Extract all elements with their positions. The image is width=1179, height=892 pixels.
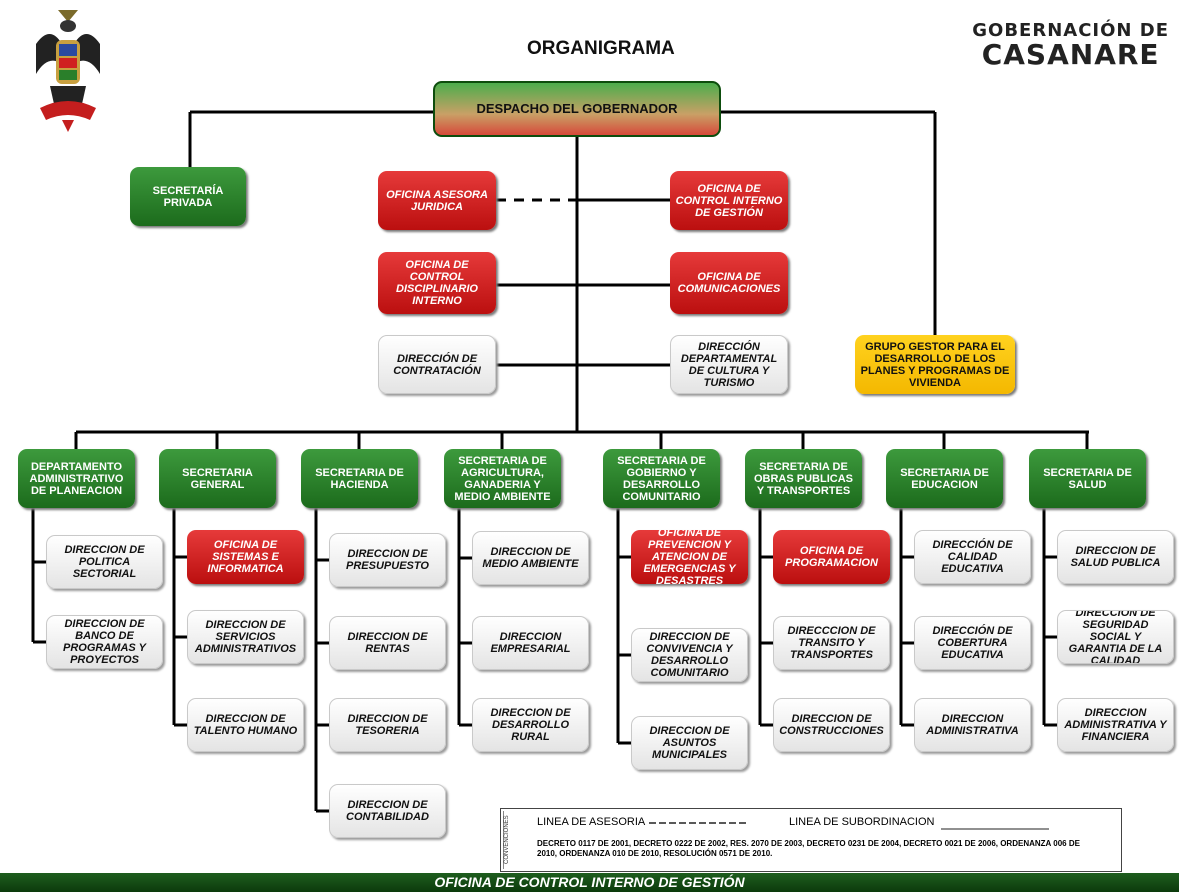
direccion-box: DIRECCION DE SALUD PUBLICA (1057, 530, 1174, 584)
secretaria-box: SECRETARIA DE SALUD (1029, 449, 1146, 508)
oficina-asesora-juridica-box: OFICINA ASESORA JURIDICA (378, 171, 496, 230)
direccion-box: DIRECCION DE CONVIVENCIA Y DESARROLLO CO… (631, 628, 748, 682)
direccion-box: DIRECCION ADMINISTRATIVA (914, 698, 1031, 752)
legend-subordinacion-label: LINEA DE SUBORDINACION (789, 816, 935, 828)
organization-wordmark: GOBERNACIÓN DE CASANARE (972, 20, 1169, 69)
secretaria-box: SECRETARIA DE HACIENDA (301, 449, 418, 508)
coat-of-arms-logo (36, 10, 100, 132)
secretaria-box: SECRETARIA DE AGRICULTURA, GANADERIA Y M… (444, 449, 561, 508)
solid-line-sample (941, 828, 1049, 830)
direccion-box: DIRECCION DE SERVICIOS ADMINISTRATIVOS (187, 610, 304, 664)
direccion-box: DIRECCION DE RENTAS (329, 616, 446, 670)
org-name-line2: CASANARE (981, 38, 1160, 71)
direccion-box: OFICINA DE SISTEMAS E INFORMATICA (187, 530, 304, 584)
direccion-box: DIRECCION DE BANCO DE PROGRAMAS Y PROYEC… (46, 615, 163, 669)
oficina-control-interno-box: OFICINA DE CONTROL INTERNO DE GESTIÓN (670, 171, 788, 230)
direccion-box: DIRECCION DE PRESUPUESTO (329, 533, 446, 587)
org-name-line1: GOBERNACIÓN DE (972, 20, 1169, 41)
direccion-box: DIRECCION DE CONTABILIDAD (329, 784, 446, 838)
legend-side-label: CONVENCIONES (503, 811, 520, 869)
direccion-box: DIRECCION DE DESARROLLO RURAL (472, 698, 589, 752)
legend-asesoria-label: LINEA DE ASESORIA (537, 816, 646, 828)
secretaria-box: SECRETARIA DE EDUCACION (886, 449, 1003, 508)
legend-box: CONVENCIONES LINEA DE ASESORIA LINEA DE … (500, 808, 1122, 872)
direccion-box: DIRECCION DE TESORERIA (329, 698, 446, 752)
direccion-cultura-turismo-box: DIRECCIÓN DEPARTAMENTAL DE CULTURA Y TUR… (670, 335, 788, 394)
direccion-box: DIRECCION EMPRESARIAL (472, 616, 589, 670)
footer-banner: OFICINA DE CONTROL INTERNO DE GESTIÓN (0, 873, 1179, 892)
direccion-box: DIRECCIÓN DE COBERTURA EDUCATIVA (914, 616, 1031, 670)
direccion-box: OFICINA DE PROGRAMACION (773, 530, 890, 584)
page-title: ORGANIGRAMA (527, 38, 675, 59)
secretaria-box: SECRETARIA DE OBRAS PUBLICAS Y TRANSPORT… (745, 449, 862, 508)
legend-decretos-text: DECRETO 0117 DE 2001, DECRETO 0222 DE 20… (537, 839, 1080, 858)
direccion-box: DIRECCCION DE TRANSITO Y TRANSPORTES (773, 616, 890, 670)
secretaria-privada-box: SECRETARÍA PRIVADA (130, 167, 246, 226)
direccion-box: DIRECCION DE ASUNTOS MUNICIPALES (631, 716, 748, 770)
despacho-gobernador-box: DESPACHO DEL GOBERNADOR (433, 81, 721, 137)
oficina-comunicaciones-box: OFICINA DE COMUNICACIONES (670, 252, 788, 314)
direccion-contratacion-box: DIRECCIÓN DE CONTRATACIÓN (378, 335, 496, 394)
secretaria-box: SECRETARIA GENERAL (159, 449, 276, 508)
oficina-control-disciplinario-box: OFICINA DE CONTROL DISCIPLINARIO INTERNO (378, 252, 496, 314)
direccion-box: DIRECCION DE SEGURIDAD SOCIAL Y GARANTIA… (1057, 610, 1174, 664)
grupo-gestor-vivienda-box: GRUPO GESTOR PARA EL DESARROLLO DE LOS P… (855, 335, 1015, 394)
direccion-box: DIRECCION ADMINISTRATIVA Y FINANCIERA (1057, 698, 1174, 752)
direccion-box: DIRECCION DE POLITICA SECTORIAL (46, 535, 163, 589)
direccion-box: OFICINA DE PREVENCION Y ATENCION DE EMER… (631, 530, 748, 584)
direccion-box: DIRECCION DE CONSTRUCCIONES (773, 698, 890, 752)
secretaria-box: DEPARTAMENTO ADMINISTRATIVO DE PLANEACIO… (18, 449, 135, 508)
secretaria-box: SECRETARIA DE GOBIERNO Y DESARROLLO COMU… (603, 449, 720, 508)
direccion-box: DIRECCIÓN DE CALIDAD EDUCATIVA (914, 530, 1031, 584)
dashed-line-sample (649, 822, 747, 824)
direccion-box: DIRECCION DE TALENTO HUMANO (187, 698, 304, 752)
direccion-box: DIRECCION DE MEDIO AMBIENTE (472, 531, 589, 585)
